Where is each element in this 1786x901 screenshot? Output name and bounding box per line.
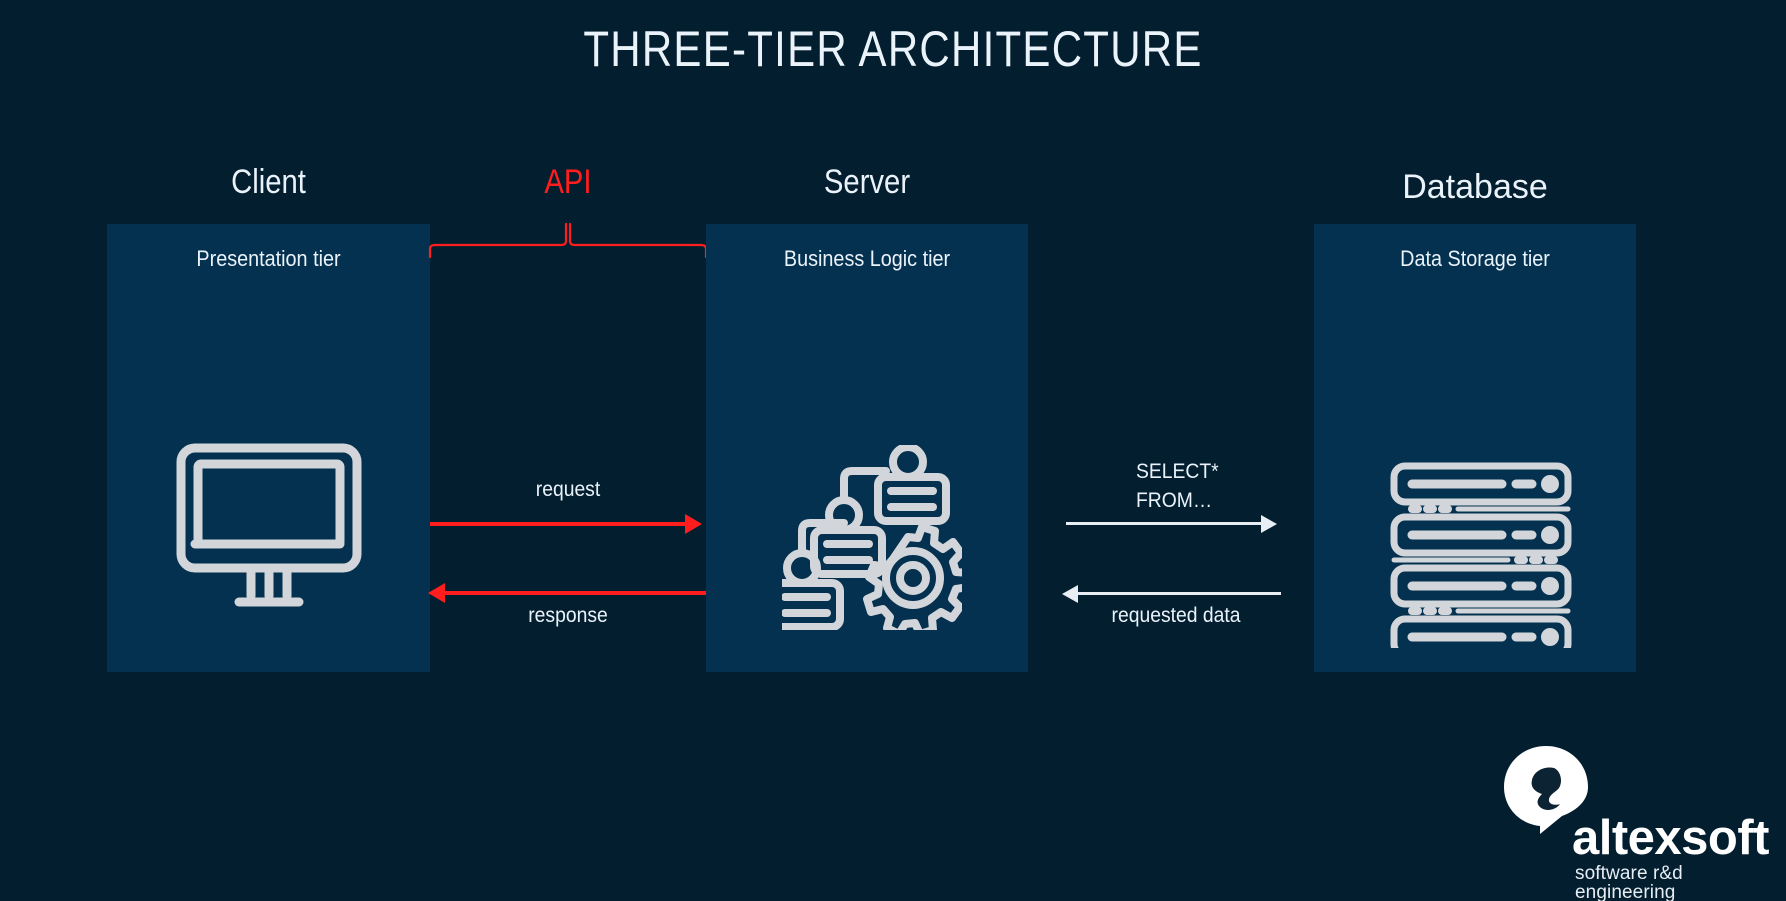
altexsoft-speech-bubble-mark	[1504, 746, 1588, 834]
panel-label-presentation-tier: Presentation tier	[196, 246, 341, 271]
column-heading-api: API	[544, 163, 592, 201]
arrow-line-requested-data	[1078, 592, 1281, 595]
arrow-line-select-query	[1066, 522, 1261, 525]
page-title: THREE-TIER ARCHITECTURE	[583, 21, 1203, 77]
arrow-head-request	[685, 514, 702, 534]
flow-label-requested-data: requested data	[1111, 604, 1241, 627]
panel-label-business-logic-tier: Business Logic tier	[783, 246, 951, 271]
column-heading-client: Client	[231, 163, 306, 201]
arrow-head-requested-data	[1062, 585, 1078, 603]
flow-label-response: response	[528, 604, 608, 627]
altexsoft-logo: altexsoft software r&d engineering	[1498, 742, 1770, 901]
panel-label-data-storage-tier: Data Storage tier	[1400, 246, 1550, 271]
arrow-head-select-query	[1261, 515, 1277, 533]
flow-label-select: SELECT*	[1136, 460, 1219, 483]
panel-data-storage-tier: Data Storage tier	[1314, 224, 1636, 672]
flow-label-from: FROM…	[1136, 489, 1213, 512]
logo-tagline: software r&d engineering	[1575, 863, 1683, 901]
server-rack-icon	[1388, 462, 1574, 659]
column-heading-server: Server	[823, 163, 911, 201]
arrow-line-response	[444, 591, 706, 595]
column-heading-database: Database	[1402, 168, 1548, 206]
api-bracket	[428, 222, 708, 259]
flow-label-request: request	[535, 478, 601, 501]
arrow-head-response	[428, 583, 445, 603]
arrow-line-request	[430, 522, 685, 526]
process-gear-icon	[768, 443, 972, 638]
logo-wordmark: altexsoft	[1572, 811, 1770, 865]
monitor-icon	[173, 440, 365, 620]
